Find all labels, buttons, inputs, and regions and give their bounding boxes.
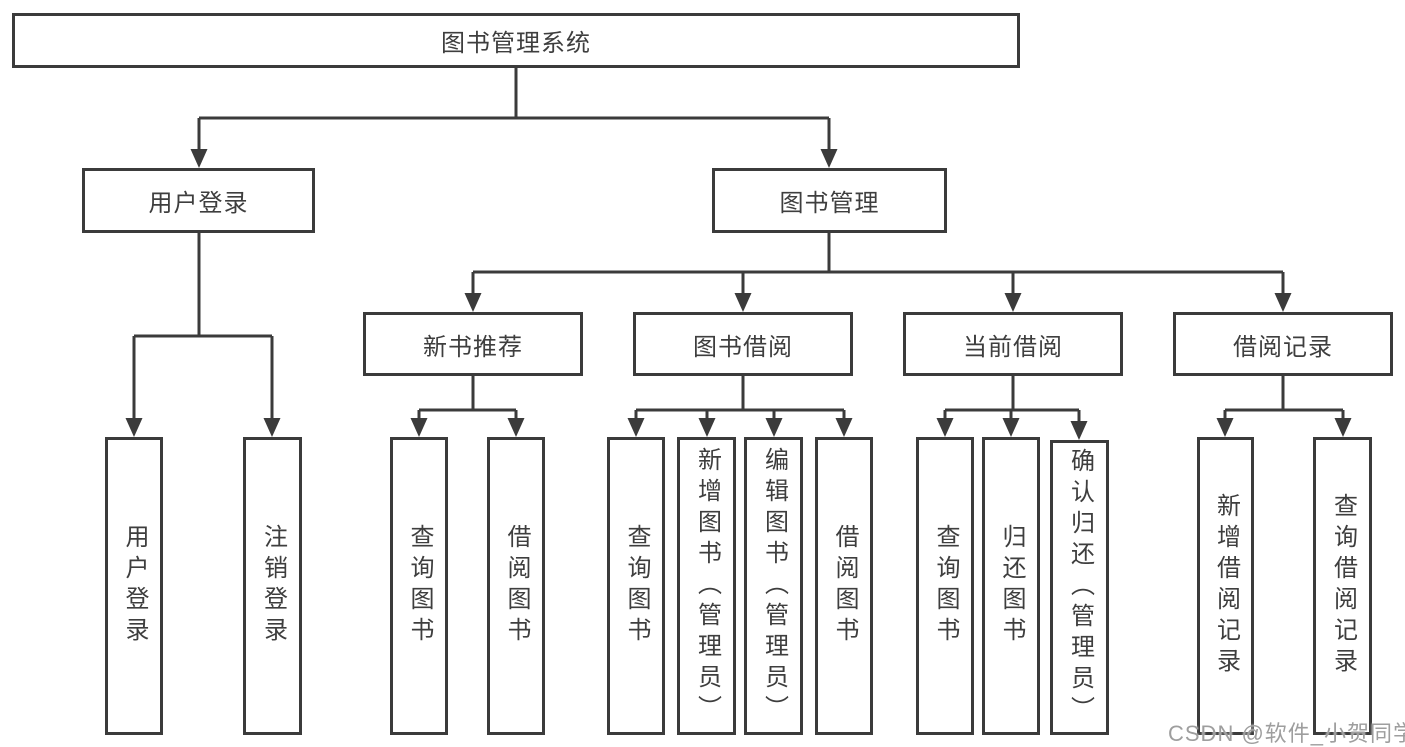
node-new-book-recommendation: 新书推荐 (363, 312, 583, 376)
node-label: 确认归还（管理员） (1066, 448, 1094, 727)
node-label: 新增借阅记录 (1212, 493, 1240, 679)
leaf-add-book-admin: 新增图书（管理员） (677, 437, 736, 735)
node-label: 当前借阅 (963, 333, 1063, 361)
leaf-query-borrow-record: 查询借阅记录 (1313, 437, 1372, 735)
node-label: 归还图书 (998, 524, 1025, 648)
node-label: 图书管理系统 (441, 30, 591, 57)
leaf-borrow-books-2: 借阅图书 (815, 437, 873, 735)
node-user-login-branch: 用户登录 (82, 168, 315, 233)
node-label: 查询借阅记录 (1329, 493, 1357, 679)
leaf-confirm-return-admin: 确认归还（管理员） (1050, 440, 1109, 735)
leaf-add-borrow-record: 新增借阅记录 (1197, 437, 1254, 735)
leaf-return-books: 归还图书 (982, 437, 1040, 735)
leaf-query-books-1: 查询图书 (390, 437, 448, 735)
node-root: 图书管理系统 (12, 13, 1020, 68)
leaf-query-books-2: 查询图书 (607, 437, 665, 735)
node-label: 新书推荐 (423, 333, 523, 361)
node-label: 借阅图书 (503, 524, 530, 648)
leaf-query-books-3: 查询图书 (916, 437, 974, 735)
node-label: 用户登录 (121, 524, 148, 648)
node-borrowing-records: 借阅记录 (1173, 312, 1393, 376)
node-label: 查询图书 (406, 524, 433, 648)
csdn-watermark: CSDN @软件_小贺同学 (1168, 721, 1405, 746)
node-book-borrowing: 图书借阅 (633, 312, 853, 376)
node-label: 查询图书 (623, 524, 650, 648)
node-label: 新增图书（管理员） (693, 446, 721, 726)
leaf-logout: 注销登录 (243, 437, 302, 735)
node-label: 用户登录 (148, 190, 249, 217)
node-label: 图书管理 (779, 190, 880, 217)
node-label: 查询图书 (932, 524, 959, 648)
node-label: 注销登录 (259, 524, 287, 648)
node-label: 编辑图书（管理员） (760, 446, 788, 726)
leaf-borrow-books-1: 借阅图书 (487, 437, 545, 735)
node-label: 借阅图书 (831, 524, 858, 648)
node-label: 图书借阅 (693, 333, 793, 361)
leaf-edit-book-admin: 编辑图书（管理员） (744, 437, 803, 735)
node-current-borrowing: 当前借阅 (903, 312, 1123, 376)
node-label: 借阅记录 (1233, 333, 1333, 361)
node-book-management: 图书管理 (712, 168, 947, 233)
leaf-user-login: 用户登录 (105, 437, 163, 735)
